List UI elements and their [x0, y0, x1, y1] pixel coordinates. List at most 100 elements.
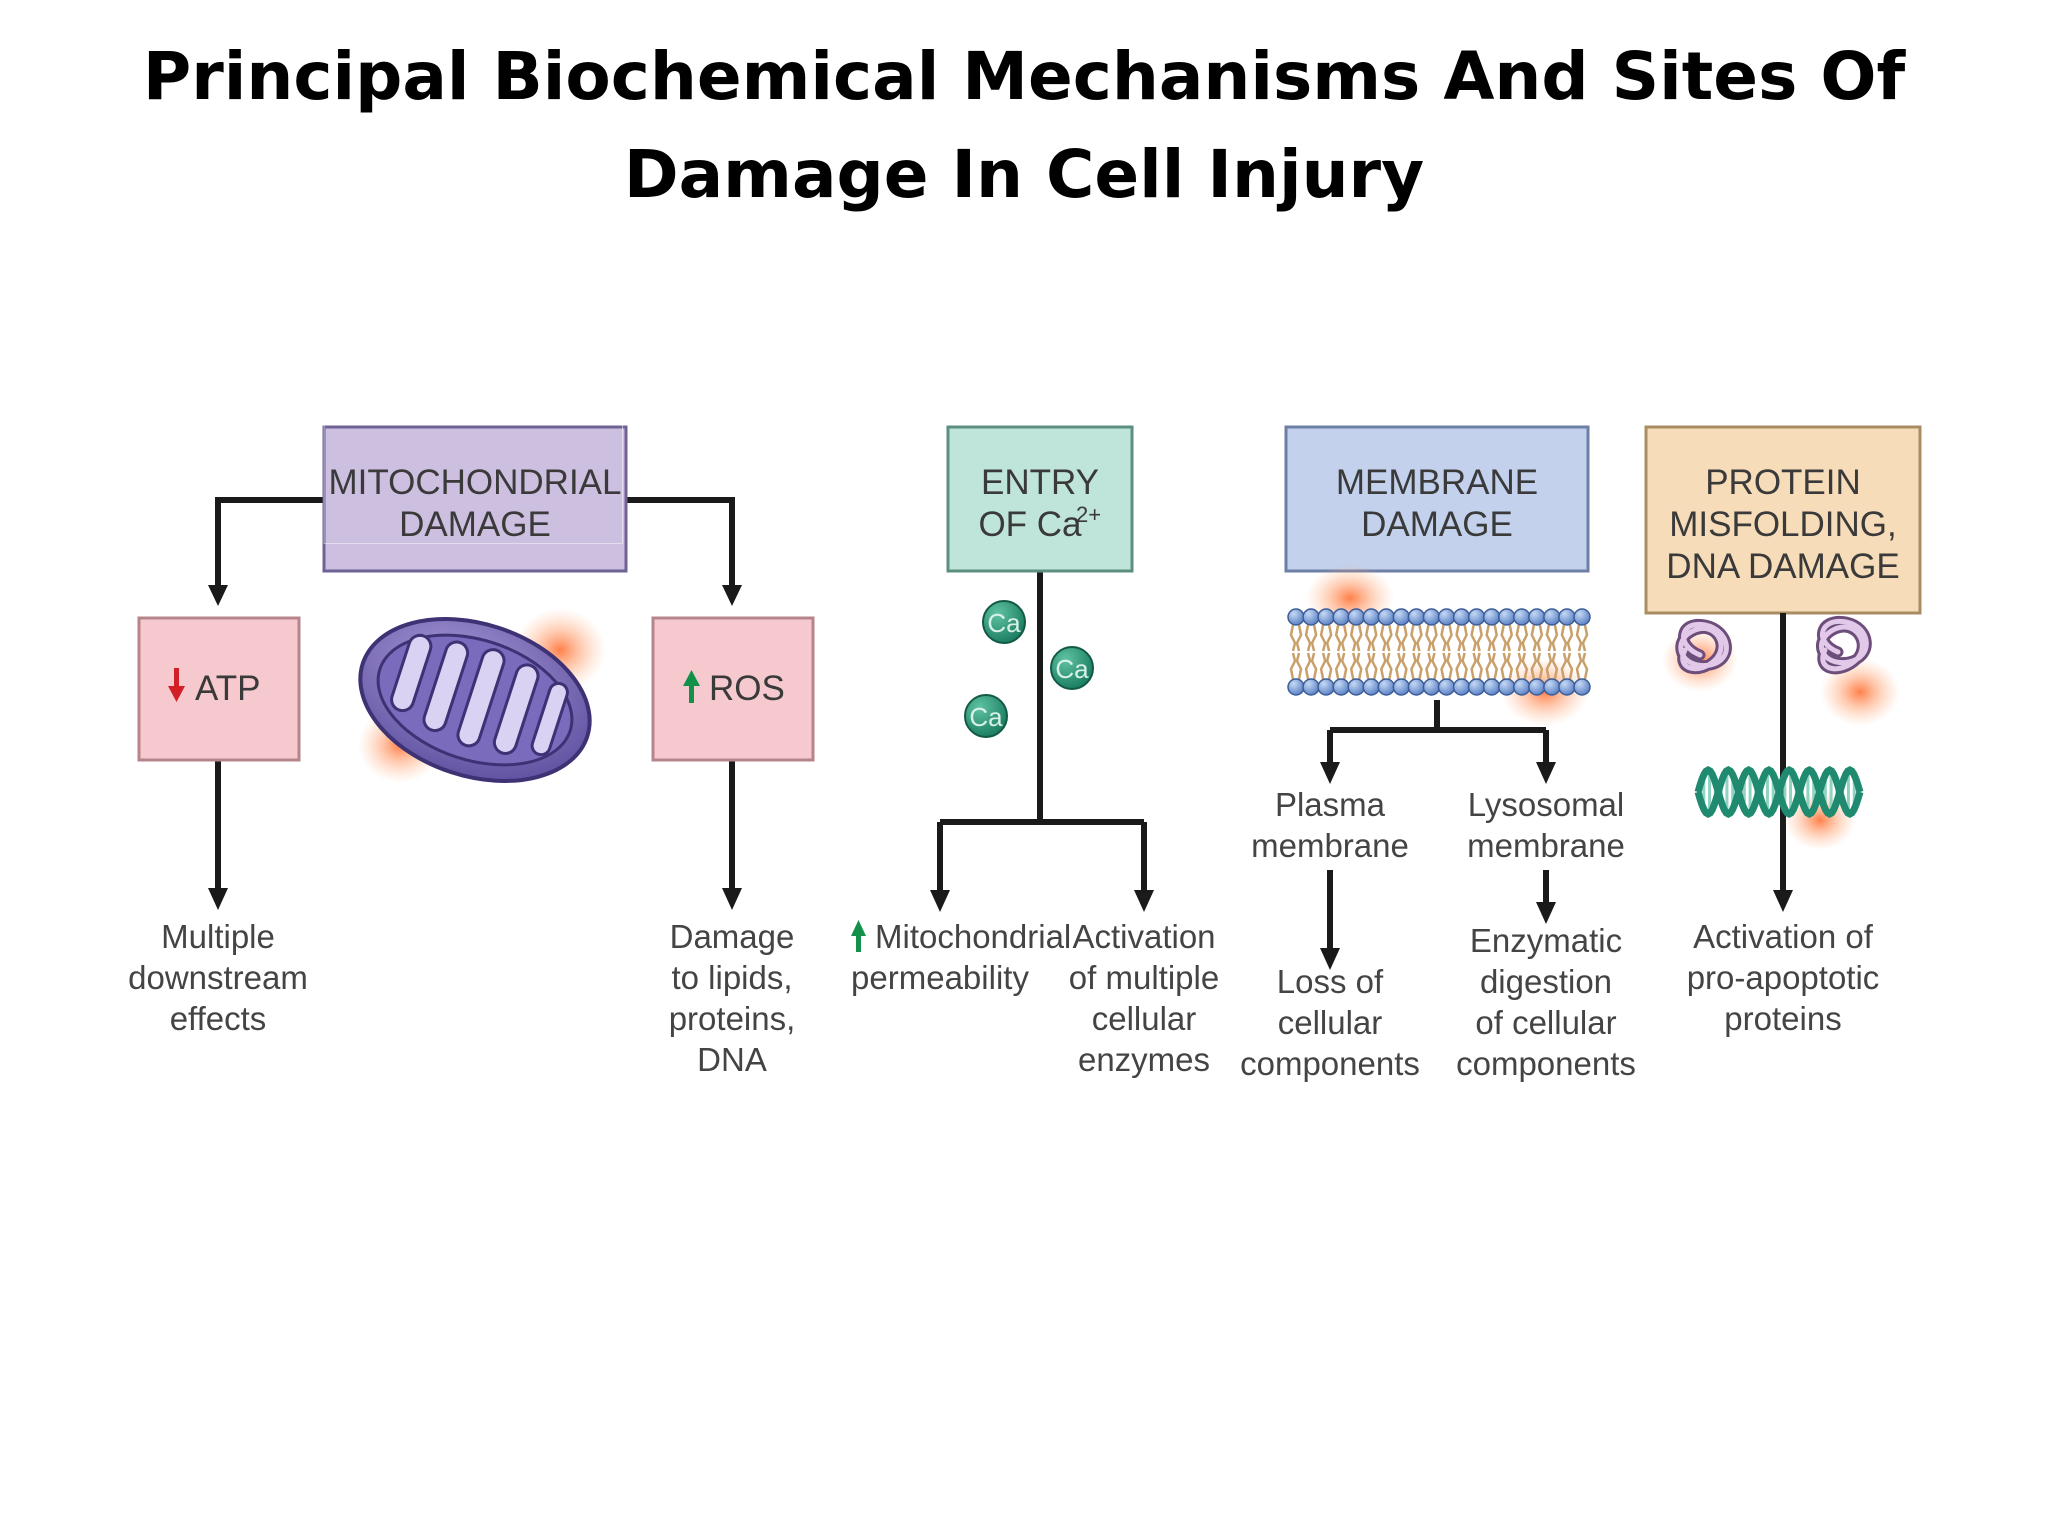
mitochondrial-damage-box: MITOCHONDRIAL DAMAGE	[322, 407, 628, 573]
protein-box-line-1: PROTEIN	[1705, 463, 1861, 502]
lipid-head	[1497, 678, 1516, 696]
lipid-tail	[1289, 624, 1303, 652]
label-damage-lipids: Damage to lipids, proteins, DNA	[669, 918, 796, 1078]
lipid-tail	[1334, 652, 1348, 680]
protein-connector	[1773, 613, 1793, 912]
lipid-head	[1558, 608, 1576, 626]
svg-text:proteins,: proteins,	[669, 1000, 796, 1037]
arrow-to-atp	[208, 585, 228, 606]
lipid-tail	[1319, 652, 1333, 680]
up-arrow-icon	[683, 670, 700, 703]
label-plasma-membrane: Plasma membrane	[1251, 786, 1409, 864]
lipid-head	[1392, 678, 1411, 696]
lipid-head	[1377, 608, 1396, 626]
lipid-tail	[1440, 624, 1453, 652]
lipid-head	[1407, 678, 1426, 696]
ion-label: Ca	[987, 608, 1021, 638]
lipid-tail	[1545, 624, 1559, 652]
svg-text:components: components	[1240, 1045, 1420, 1082]
lipid-head	[1377, 678, 1396, 696]
lipid-head	[1543, 678, 1561, 696]
lipid-tail	[1364, 624, 1378, 652]
lipid-tail	[1485, 652, 1498, 680]
lipid-tail	[1349, 652, 1363, 680]
lipid-head	[1482, 678, 1501, 696]
lipid-head	[1302, 678, 1320, 696]
svg-text:Multiple: Multiple	[161, 918, 275, 955]
lipid-tail	[1304, 652, 1318, 680]
lipid-tail	[1530, 652, 1544, 680]
lipid-head	[1452, 608, 1471, 626]
calcium-box-line-2: OF Ca	[978, 505, 1082, 544]
svg-text:to lipids,: to lipids,	[671, 959, 792, 996]
svg-text:components: components	[1456, 1045, 1636, 1082]
lipid-head	[1437, 678, 1456, 696]
lipid-tail	[1470, 652, 1483, 680]
calcium-connectors	[937, 571, 1147, 900]
lipid-head	[1467, 678, 1486, 696]
calcium-ion-2: Ca	[1050, 646, 1094, 690]
mito-connectors	[215, 497, 735, 898]
misfolded-protein-illustration	[1662, 615, 1900, 726]
lipid-tail	[1575, 624, 1589, 652]
title-line-1: Principal Biochemical Mechanisms And Sit…	[142, 38, 1906, 115]
membrane-box-line-2: DAMAGE	[1361, 505, 1513, 544]
lipid-tail	[1410, 652, 1423, 680]
lipid-head	[1362, 608, 1381, 626]
dna-helix-illustration	[1694, 766, 1864, 850]
lipid-head	[1452, 678, 1471, 696]
svg-text:effects: effects	[170, 1000, 267, 1037]
lipid-tail	[1515, 652, 1529, 680]
lipid-head	[1528, 678, 1546, 696]
calcium-entry-box: ENTRY OF Ca 2+	[946, 425, 1134, 573]
svg-text:membrane: membrane	[1467, 827, 1625, 864]
svg-text:Lysosomal: Lysosomal	[1468, 786, 1625, 823]
mitochondrion-illustration	[358, 608, 606, 783]
lipid-head	[1422, 678, 1441, 696]
lipid-head	[1437, 608, 1456, 626]
lipid-tail	[1575, 652, 1589, 680]
lipid-tail	[1304, 624, 1318, 652]
lipid-head	[1528, 608, 1546, 626]
lipid-head	[1407, 608, 1426, 626]
lipid-tail	[1455, 652, 1468, 680]
svg-text:Damage: Damage	[670, 918, 795, 955]
svg-text:of cellular: of cellular	[1475, 1004, 1616, 1041]
calcium-superscript: 2+	[1076, 502, 1101, 527]
lipid-tail	[1425, 624, 1438, 652]
label-enzyme-activation: Activation of multiple cellular enzymes	[1069, 918, 1219, 1078]
lipid-head	[1422, 608, 1441, 626]
lipid-head	[1497, 608, 1516, 626]
membrane-damage-box: MEMBRANE DAMAGE	[1284, 425, 1590, 573]
lipid-head	[1482, 608, 1501, 626]
lipid-tail	[1425, 652, 1438, 680]
lipid-tail	[1395, 652, 1408, 680]
svg-text:of multiple: of multiple	[1069, 959, 1219, 996]
page-title: Principal Biochemical Mechanisms And Sit…	[0, 28, 2048, 224]
lipid-tail	[1455, 624, 1468, 652]
arrow-to-multiple	[208, 888, 228, 910]
lipid-tail	[1515, 624, 1529, 652]
lipid-head	[1573, 678, 1591, 696]
lipid-head	[1287, 608, 1305, 626]
label-pro-apoptotic: Activation of pro-apoptotic proteins	[1687, 918, 1880, 1037]
lipid-head	[1302, 608, 1320, 626]
lipid-head	[1287, 678, 1305, 696]
membrane-arrowheads	[1320, 762, 1556, 970]
svg-text:digestion: digestion	[1480, 963, 1612, 1000]
arrow-to-ros	[722, 585, 742, 606]
label-multiple-effects: Multiple downstream effects	[128, 918, 308, 1037]
protein-box-line-2: MISFOLDING,	[1669, 505, 1897, 544]
lipid-head	[1317, 608, 1335, 626]
svg-text:membrane: membrane	[1251, 827, 1409, 864]
svg-text:proteins: proteins	[1724, 1000, 1841, 1037]
ion-label: Ca	[969, 702, 1003, 732]
lipid-tail	[1470, 624, 1483, 652]
calcium-ion-3: Ca	[964, 694, 1008, 738]
lipid-tail	[1395, 624, 1408, 652]
lipid-head	[1513, 678, 1531, 696]
svg-text:permeability: permeability	[851, 959, 1029, 996]
lipid-tail	[1289, 652, 1303, 680]
atp-box: ATP	[137, 616, 301, 762]
lipid-tail	[1500, 624, 1514, 652]
